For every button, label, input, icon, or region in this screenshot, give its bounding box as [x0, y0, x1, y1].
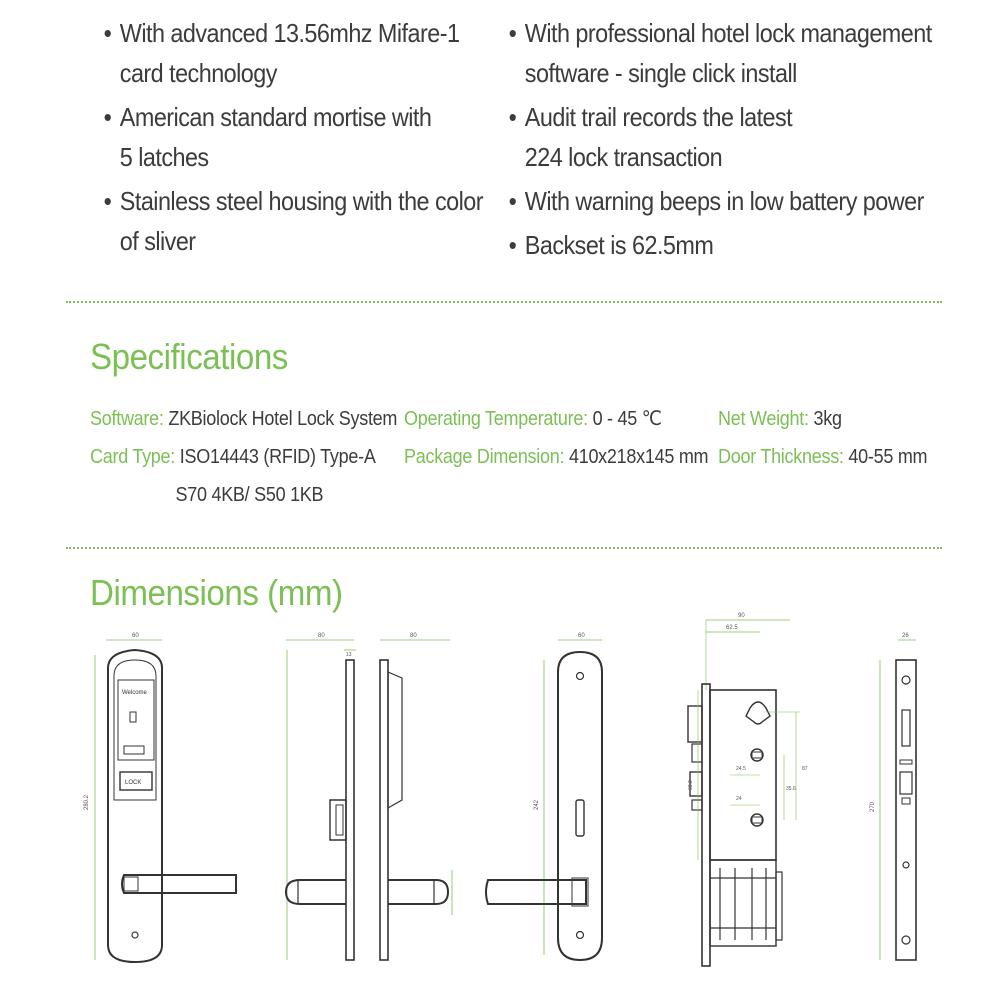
drawings-svg: 60 280.2 Welcome LOCK 80 13 80	[84, 613, 917, 967]
dim-faceplate-height: 270	[870, 801, 876, 812]
faceplate-drawing: 26 270	[870, 633, 917, 961]
mortise-drawing: 90 62.5 87 35.6 24.5 24 63.2	[687, 613, 808, 967]
dim-front-width: 60	[132, 633, 139, 639]
feature-item: •Backset is 62.5mm	[508, 230, 714, 260]
dim-side1-small: 13	[346, 652, 352, 658]
dim-mortise-h1: 24.5	[736, 766, 746, 772]
features-right: •With professional hotel lock management…	[505, 13, 979, 265]
front-lock-label: LOCK	[125, 780, 141, 786]
dim-mortise-h5: 63.2	[688, 780, 694, 790]
spec-col-2: Operating Temperature: 0 - 45 ℃ Package …	[404, 400, 709, 476]
dim-mortise-h2: 24	[736, 796, 742, 802]
feature-item-cont: 5 latches	[119, 142, 209, 172]
spec-card-type: Card Type: ISO14443 (RFID) Type-A	[90, 446, 376, 468]
spec-col-3: Net Weight: 3kg Door Thickness: 40-55 mm	[718, 400, 928, 476]
feature-item-cont: card technology	[119, 58, 278, 88]
spec-card-type-2: S70 4KB/ S50 1KB	[175, 484, 324, 506]
dim-backset: 62.5	[726, 625, 738, 631]
dim-mortise-h3: 87	[802, 766, 808, 772]
divider	[66, 547, 942, 549]
dimension-drawings: 60 280.2 Welcome LOCK 80 13 80	[0, 600, 1000, 1000]
side-view-1-drawing: 80 13	[284, 633, 356, 961]
rear-view-drawing: 60 242	[485, 633, 603, 962]
dim-rear-height: 242	[534, 799, 540, 810]
spec-door-thickness: Door Thickness: 40-55 mm	[718, 446, 928, 468]
feature-item: •American standard mortise with	[103, 102, 432, 132]
spec-operating-temperature: Operating Temperature: 0 - 45 ℃	[404, 408, 662, 430]
spec-col-1: Software: ZKBiolock Hotel Lock System Ca…	[90, 400, 397, 514]
dimensions-heading: Dimensions (mm)	[90, 572, 343, 613]
feature-item: •Audit trail records the latest	[508, 102, 793, 132]
feature-item: •Stainless steel housing with the color	[103, 186, 484, 216]
dim-faceplate-width: 26	[902, 633, 909, 639]
spec-package-dimension: Package Dimension: 410x218x145 mm	[404, 446, 709, 468]
feature-item-cont: of sliver	[119, 226, 196, 256]
dim-rear-width: 60	[578, 633, 585, 639]
dim-side2-width: 80	[410, 633, 417, 639]
front-welcome-label: Welcome	[122, 690, 148, 696]
divider	[66, 301, 942, 303]
spec-software: Software: ZKBiolock Hotel Lock System	[90, 408, 398, 430]
spec-net-weight: Net Weight: 3kg	[718, 408, 842, 430]
dim-front-height: 280.2	[84, 794, 90, 810]
specifications-heading: Specifications	[90, 336, 288, 377]
dim-side1-width: 80	[318, 633, 325, 639]
front-view-drawing: 60 280.2 Welcome LOCK	[84, 633, 237, 964]
feature-item: •With warning beeps in low battery power	[508, 186, 925, 216]
dim-mortise-h4: 35.6	[786, 786, 796, 792]
feature-item-cont: software - single click install	[524, 58, 798, 88]
feature-item-cont: 224 lock transaction	[524, 142, 723, 172]
feature-item: •With professional hotel lock management	[508, 18, 933, 48]
dim-mortise-width: 90	[738, 613, 745, 619]
features-left: •With advanced 13.56mhz Mifare-1 card te…	[100, 13, 526, 261]
feature-item: •With advanced 13.56mhz Mifare-1	[103, 18, 460, 48]
side-view-2-drawing: 80	[379, 633, 453, 961]
